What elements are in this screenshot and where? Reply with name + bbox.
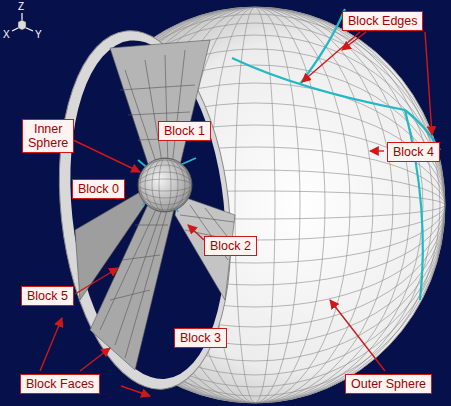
axis-label: Y <box>35 29 42 40</box>
callout-box: Block 1 <box>158 121 211 141</box>
callout-text: Inner Sphere <box>28 122 68 150</box>
callout-box: Block Faces <box>20 374 100 394</box>
callout-text: Block 0 <box>78 182 119 196</box>
outer-sphere <box>65 7 445 403</box>
axis-label: X <box>3 29 10 40</box>
inner-mesh <box>138 158 192 212</box>
inner-sphere <box>138 158 192 212</box>
block-faces <box>75 40 235 370</box>
callout-box: Inner Sphere <box>22 119 74 153</box>
callout-text: Block 3 <box>180 331 221 345</box>
callout-text: Block 5 <box>27 289 68 303</box>
axis-label: Z <box>18 1 24 12</box>
leader-lines <box>40 32 432 396</box>
callout-text: Block 2 <box>210 239 251 253</box>
callout-text: Block Edges <box>348 14 417 28</box>
outer-mesh <box>65 7 445 403</box>
callout-box: Outer Sphere <box>345 374 432 394</box>
callout-box: Block 0 <box>72 179 125 199</box>
axis-triad <box>12 13 33 31</box>
cut-plane <box>43 22 248 398</box>
callout-text: Block 4 <box>393 145 434 159</box>
callout-text: Block Faces <box>26 377 94 391</box>
callout-box: Block 2 <box>204 236 257 256</box>
block-edges <box>232 9 440 300</box>
callout-text: Block 1 <box>164 124 205 138</box>
callout-box: Block 4 <box>387 142 440 162</box>
callout-box: Block 3 <box>174 328 227 348</box>
block-edges-cut <box>138 158 196 212</box>
callout-text: Outer Sphere <box>351 377 426 391</box>
callout-box: Block 5 <box>21 286 74 306</box>
callout-box: Block Edges <box>342 11 423 31</box>
